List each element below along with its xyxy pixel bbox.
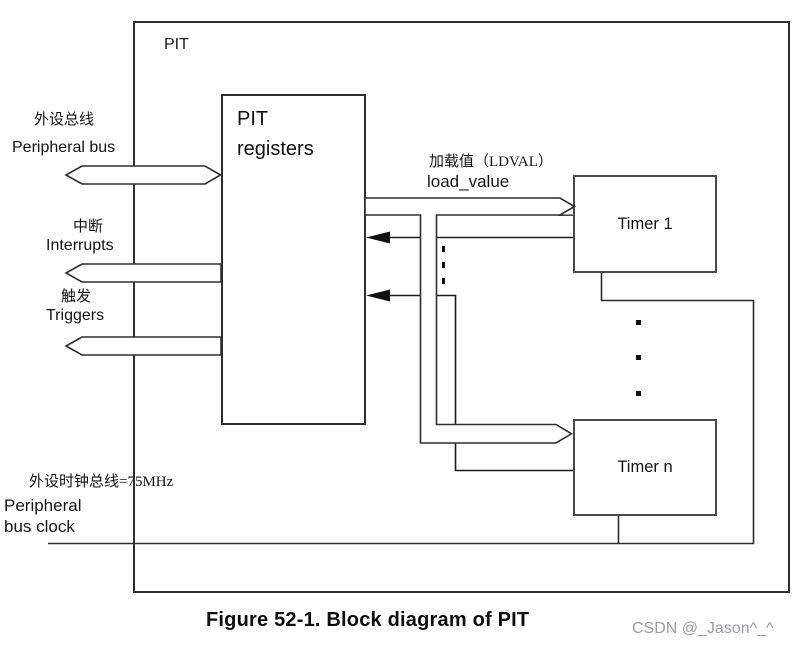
triggers-label-cn: 触发 — [61, 289, 92, 305]
timer-1-label: Timer 1 — [617, 214, 673, 233]
interrupts-label-cn: 中断 — [73, 219, 104, 235]
timer-n-label: Timer n — [617, 458, 673, 476]
pit-title: PIT — [164, 36, 189, 53]
timer-n-box: Timer n — [573, 419, 717, 516]
interrupts-label-en: Interrupts — [46, 237, 114, 254]
load-value-label-cn: 加载值（LDVAL） — [429, 154, 553, 170]
bus-clock-label-en: Peripheral bus clock — [4, 495, 82, 537]
triggers-label-en: Triggers — [46, 307, 105, 324]
peripheral-bus-label-cn: 外设总线 — [34, 112, 95, 128]
peripheral-bus-label-en: Peripheral bus — [12, 139, 116, 156]
load-value-label-en: load_value — [427, 172, 510, 191]
bus-clock-label-en-line2: bus clock — [4, 517, 75, 536]
bus-clock-label-en-line1: Peripheral — [4, 496, 82, 515]
pit-registers-label-line1: PIT — [237, 108, 269, 130]
figure-caption: Figure 52-1. Block diagram of PIT — [206, 609, 530, 631]
bus-clock-label-cn: 外设时钟总线=75MHz — [29, 474, 174, 490]
pit-registers-box: PIT registers — [221, 94, 366, 425]
timer-1-box: Timer 1 — [573, 175, 717, 273]
watermark: CSDN @_Jason^_^ — [632, 620, 774, 637]
pit-registers-label-line2: registers — [237, 138, 314, 160]
